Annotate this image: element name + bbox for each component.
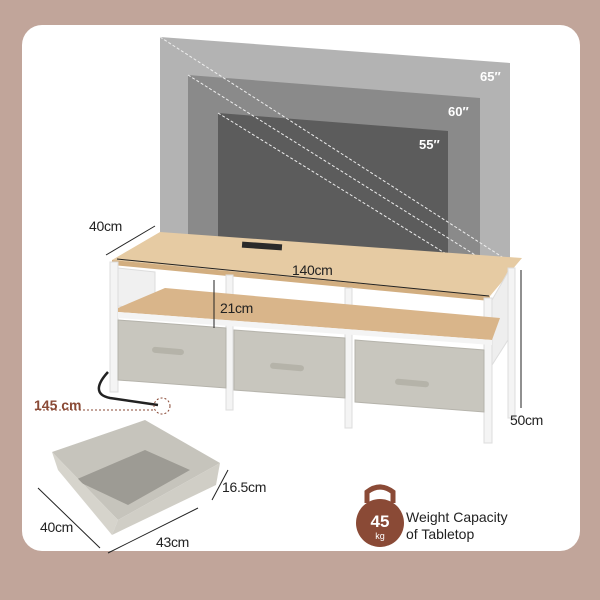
width-label: 140cm [292,262,333,278]
tv-size-65: 65″ [480,69,501,84]
depth-label: 40cm [89,218,123,234]
weight-unit: kg [375,531,385,541]
weight-capacity-text: Weight Capacity of Tabletop [406,509,508,543]
cord-length-label: 145 cm [34,397,82,413]
shelf-height-label: 21cm [220,300,254,316]
tabletop [112,232,522,296]
drawer-width-label: 43cm [156,534,190,550]
tv-size-60: 60″ [448,104,469,119]
drawer-depth-label: 40cm [40,519,74,535]
weight-line-2: of Tabletop [406,526,475,542]
cable-grommet [241,241,283,251]
drawer-right [354,339,485,413]
drawer-height-label: 16.5cm [222,479,267,495]
weight-line-1: Weight Capacity [406,509,508,525]
kettlebell-icon [356,499,404,547]
height-label: 50cm [510,412,544,428]
weight-value: 45 [370,512,390,531]
kettlebell-handle-icon [364,484,396,503]
drawer-middle [233,329,346,399]
tv-size-55: 55″ [419,137,440,152]
